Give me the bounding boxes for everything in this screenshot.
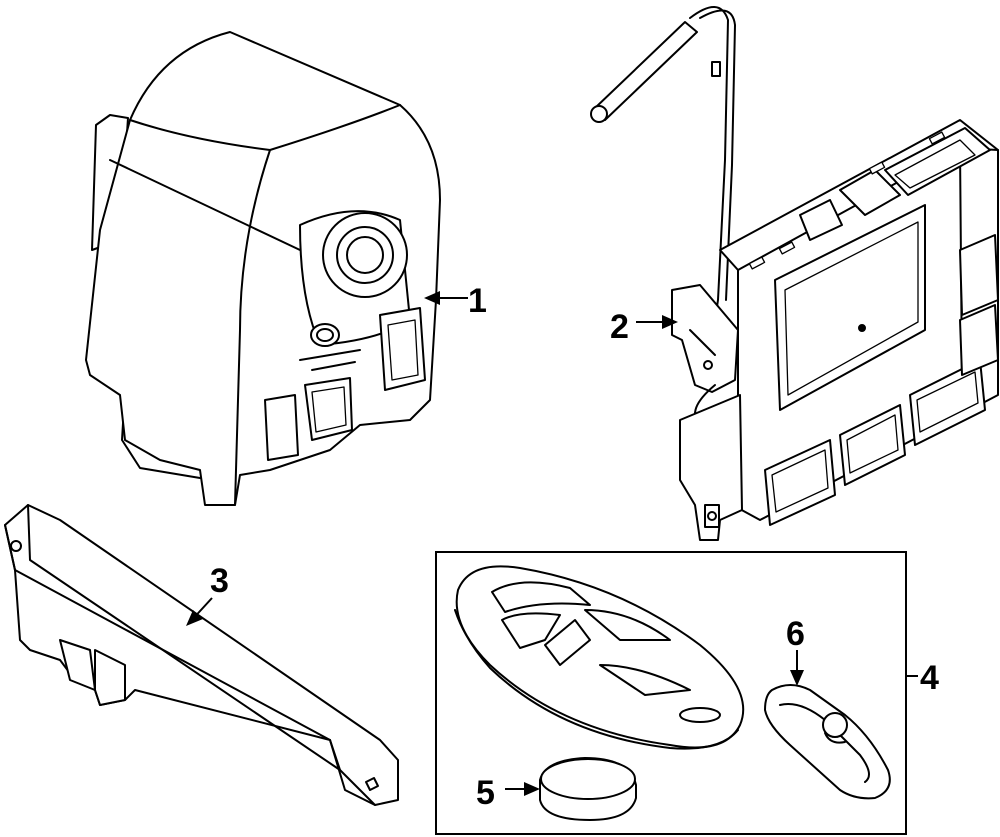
callout-4: 4 <box>906 659 939 697</box>
part-3-antenna-bar[interactable] <box>4 504 399 806</box>
part-2-control-module[interactable] <box>590 6 999 541</box>
callout-label-6: 6 <box>786 615 805 653</box>
part-5-battery[interactable] <box>539 757 637 821</box>
callout-label-2: 2 <box>610 308 629 346</box>
callout-5: 5 <box>476 774 540 812</box>
inset-box-part-4 <box>435 551 907 835</box>
callout-2: 2 <box>610 308 678 346</box>
callout-6: 6 <box>786 615 805 686</box>
callout-3: 3 <box>186 562 229 626</box>
callout-1: 1 <box>424 282 487 320</box>
callout-label-5: 5 <box>476 774 495 812</box>
callout-label-1: 1 <box>468 282 487 320</box>
callout-label-3: 3 <box>210 562 229 600</box>
part-1-ignition-housing[interactable] <box>85 31 441 506</box>
part-4-key-fob[interactable] <box>454 565 745 750</box>
part-6-key-clip[interactable] <box>764 684 891 800</box>
callout-label-4: 4 <box>920 659 939 697</box>
